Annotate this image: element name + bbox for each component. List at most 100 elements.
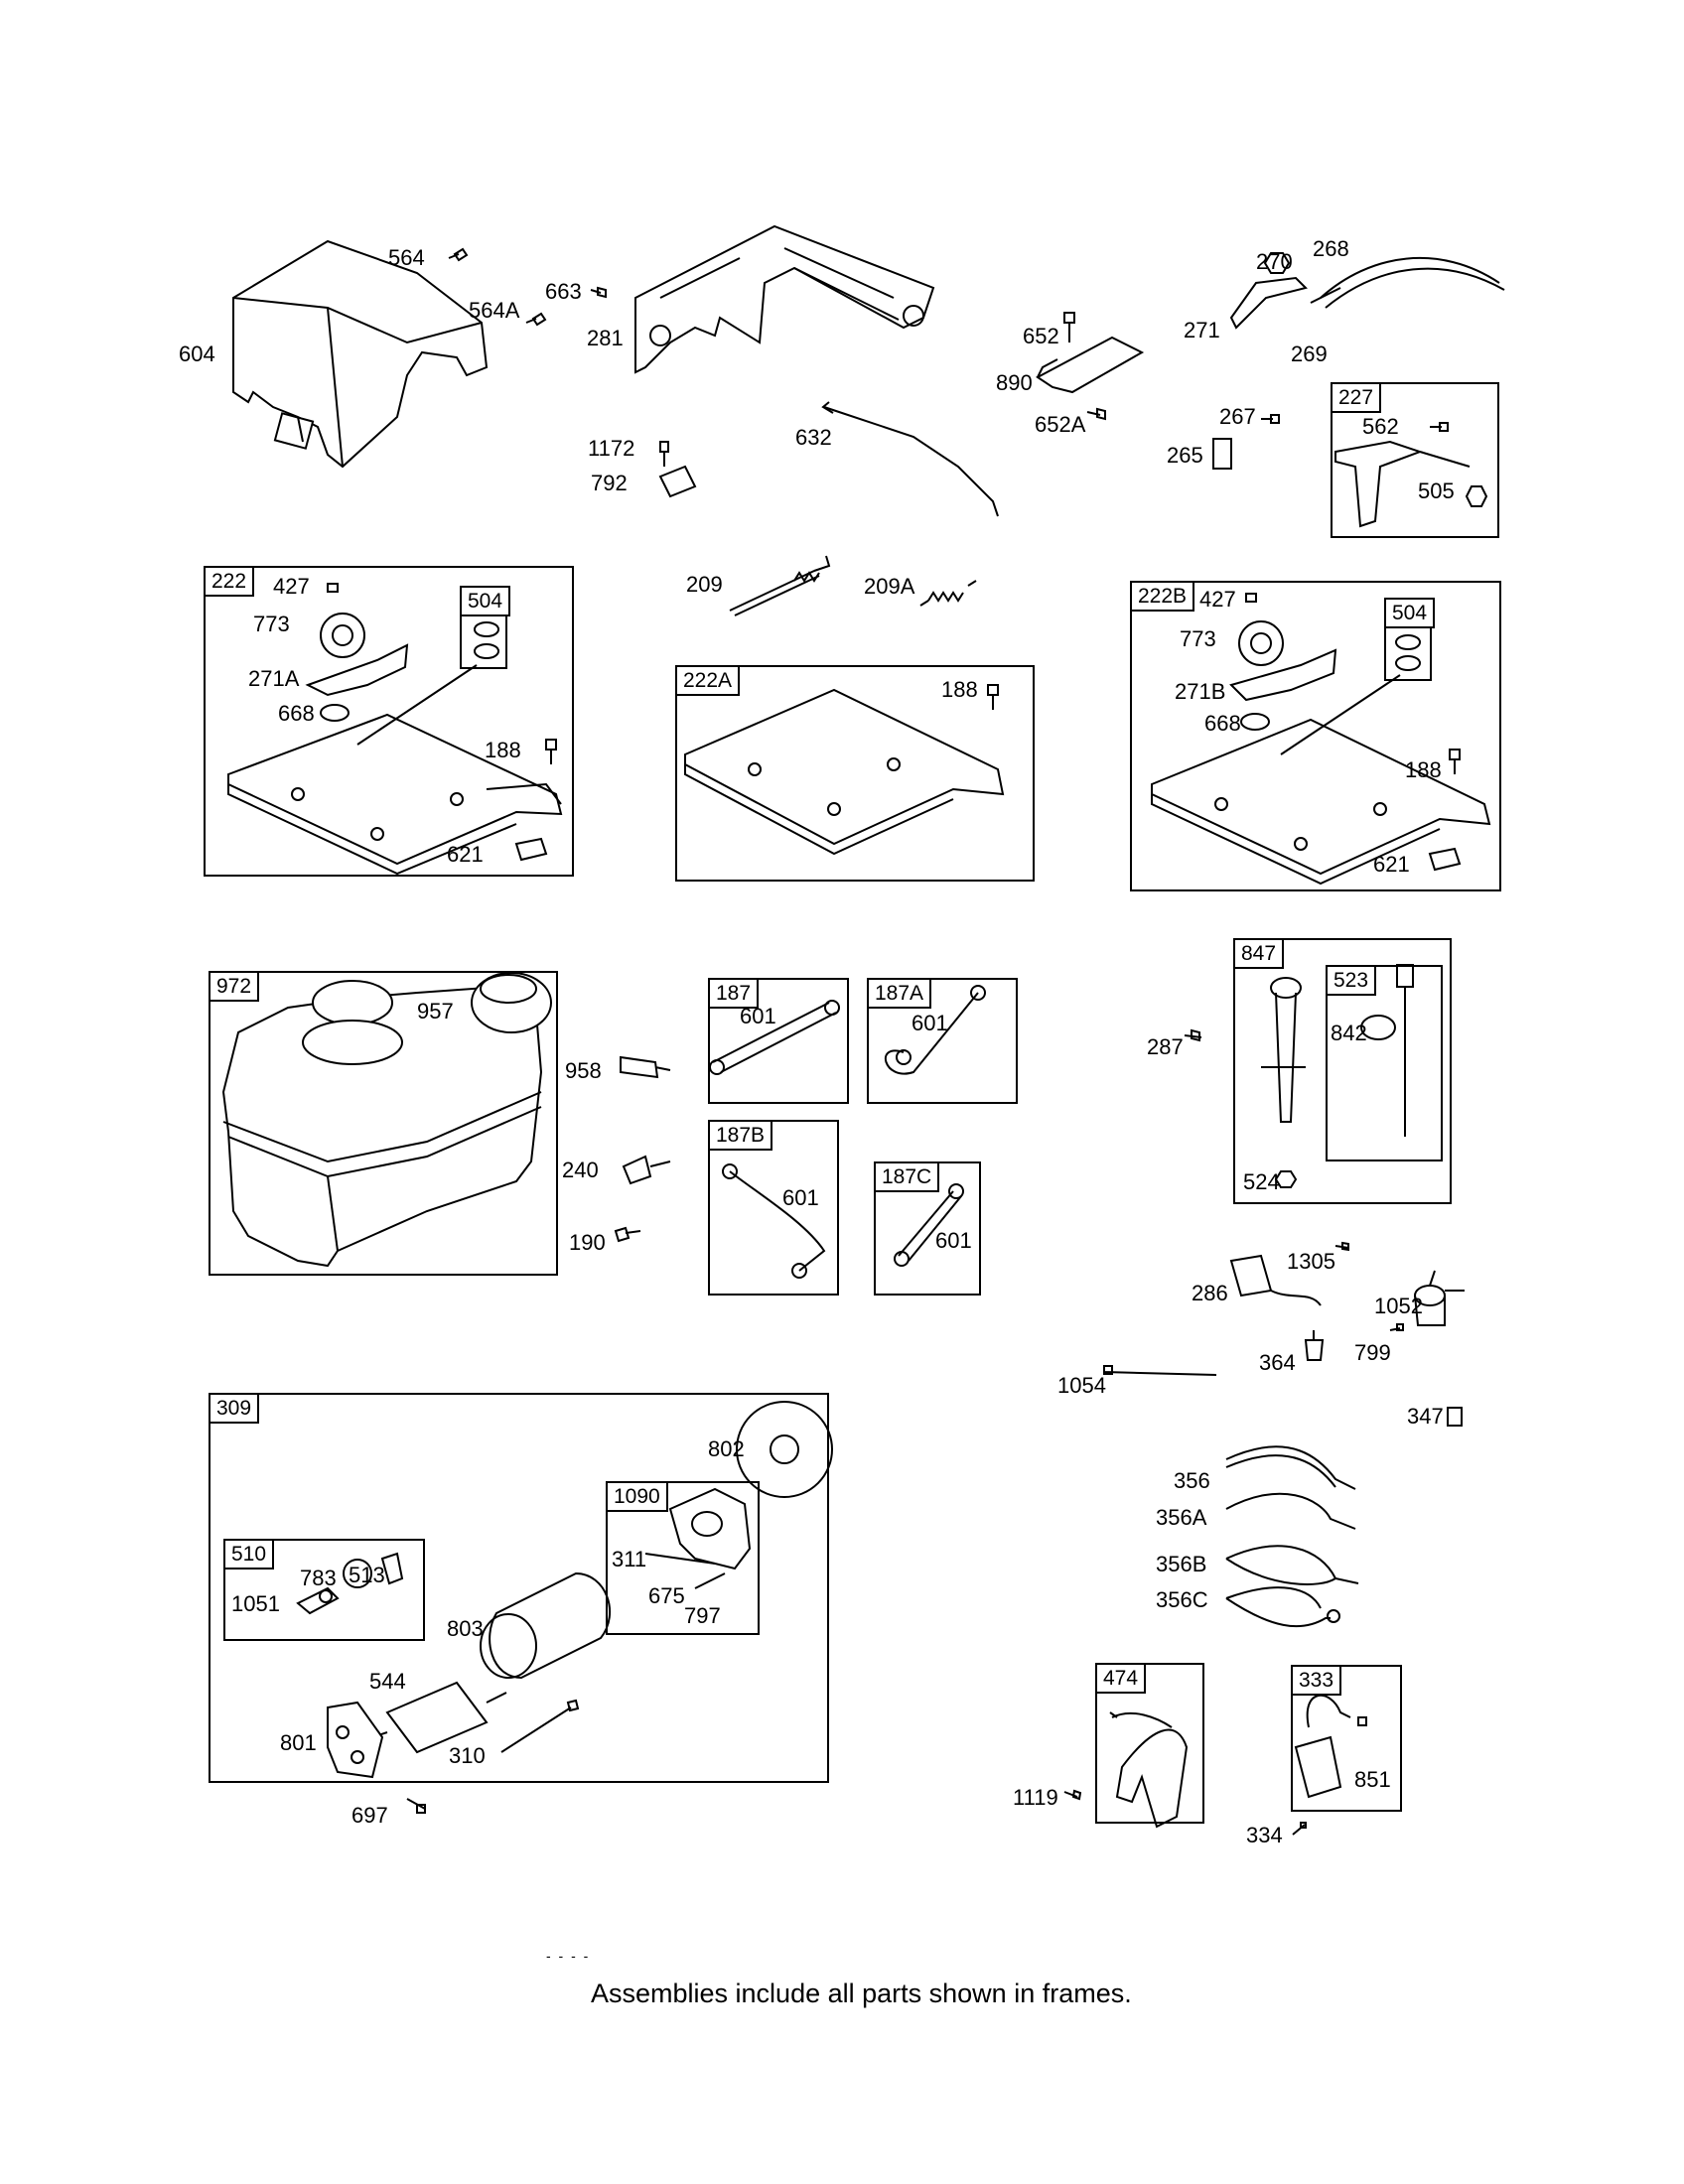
frame-tag: 1090 (606, 1481, 668, 1512)
base-plate-222A (684, 684, 1005, 856)
ignition-module-333 (1294, 1694, 1367, 1799)
part-label: 851 (1354, 1767, 1391, 1792)
part-label: 564A (469, 298, 520, 323)
screw-1119 (1063, 1789, 1082, 1801)
part-label: 1052 (1374, 1294, 1423, 1318)
connector-347 (1447, 1407, 1463, 1427)
part-label: 957 (417, 999, 454, 1024)
spring-209 (729, 555, 831, 616)
frame-tag: 187 (708, 978, 760, 1009)
nut-270 (1263, 252, 1291, 274)
part-label: 797 (684, 1603, 721, 1628)
harness-356B (1225, 1545, 1359, 1585)
part-label: 240 (562, 1158, 599, 1182)
frame-tag: 222 (204, 566, 255, 597)
washers-504a (356, 621, 499, 746)
part-label: 773 (253, 612, 290, 636)
control-plate-773 (305, 583, 409, 722)
part-label: 356C (1156, 1587, 1208, 1612)
part-label: 601 (935, 1228, 972, 1253)
frame-tag: 222B (1130, 581, 1195, 612)
part-label: 334 (1246, 1823, 1283, 1847)
fuel-line-187C (894, 1183, 964, 1267)
frame-tag: 474 (1095, 1663, 1147, 1694)
part-label: 505 (1418, 478, 1455, 503)
screw-799 (1389, 1323, 1404, 1331)
cable-268 (1310, 257, 1505, 309)
part-label: 1119 (1013, 1785, 1058, 1810)
frame-tag: 333 (1291, 1665, 1342, 1696)
bolt-310 (500, 1699, 580, 1753)
part-label: 513 (349, 1563, 385, 1587)
part-label: 364 (1259, 1350, 1296, 1375)
washers-504b (1280, 634, 1421, 755)
part-label: 792 (591, 471, 628, 495)
base-plate-222 (227, 713, 563, 876)
frame-227: 227 (1331, 382, 1499, 538)
fuel-line-187B (722, 1163, 826, 1279)
part-label: 890 (996, 370, 1033, 395)
part-label: 802 (708, 1436, 745, 1461)
part-label: 601 (740, 1004, 776, 1028)
part-label: 1172 (588, 436, 635, 461)
part-label: 652A (1035, 412, 1086, 437)
part-label: 287 (1147, 1034, 1184, 1059)
screw-652A (1086, 407, 1106, 421)
frame-474: 474 (1095, 1663, 1204, 1824)
frame-504b: 504 (1384, 598, 1436, 681)
part-label: 632 (795, 425, 832, 450)
frame-222: 222 (204, 566, 574, 877)
base-plate-222B (1151, 718, 1491, 886)
part-label: 652 (1023, 324, 1059, 348)
part-label: 356A (1156, 1505, 1207, 1530)
blower-housing-604 (232, 239, 489, 469)
control-plate-773b (1229, 593, 1337, 731)
part-label: 271A (248, 666, 300, 691)
dipstick-523 (1360, 964, 1414, 1137)
screw-697 (406, 1798, 426, 1814)
charging-coil-474 (1109, 1711, 1189, 1829)
frame-187A: 187A (867, 978, 1018, 1104)
screw-287 (1184, 1028, 1202, 1042)
part-label: 604 (179, 341, 215, 366)
frame-tag: 847 (1233, 938, 1285, 969)
frame-187C: 187C (874, 1161, 981, 1296)
frame-tag: 222A (675, 665, 741, 696)
tie-1054 (1103, 1365, 1217, 1376)
footer-note: Assemblies include all parts shown in fr… (591, 1979, 1132, 2008)
frame-tag: 227 (1331, 382, 1382, 413)
part-label: 271B (1175, 679, 1226, 704)
clip-265 (1212, 438, 1232, 470)
end-cap-801 (327, 1701, 384, 1779)
frame-tag: 510 (223, 1539, 275, 1570)
frame-tag: 187C (874, 1161, 940, 1192)
screw-663 (590, 286, 607, 299)
frame-tag: 187A (867, 978, 932, 1009)
part-label: 524 (1243, 1169, 1280, 1194)
fuel-tank-972 (221, 980, 543, 1268)
screw-564A (525, 312, 547, 327)
part-label: 188 (941, 677, 978, 702)
part-label: 562 (1362, 414, 1399, 439)
module-286 (1229, 1254, 1322, 1306)
part-label: 668 (278, 701, 315, 726)
sensor-364 (1304, 1330, 1325, 1361)
frame-tag: 523 (1326, 965, 1377, 996)
part-label: 356 (1174, 1468, 1210, 1493)
part-label: 265 (1167, 443, 1203, 468)
harness-356A (1225, 1492, 1356, 1530)
starter-housing-803 (480, 1571, 611, 1680)
screw-188a (545, 739, 557, 764)
frame-510: 510 (223, 1539, 425, 1641)
part-label: 1051 (231, 1591, 280, 1616)
screw-564 (448, 247, 469, 262)
part-label: 311 (612, 1547, 647, 1571)
part-label: 356B (1156, 1552, 1207, 1576)
clip-621a (514, 837, 548, 862)
part-label: 803 (447, 1616, 484, 1641)
part-label: 427 (1199, 587, 1236, 612)
screw-267 (1261, 414, 1280, 424)
part-label: 286 (1192, 1281, 1228, 1305)
part-label: 958 (565, 1058, 602, 1083)
part-label: 267 (1219, 404, 1256, 429)
